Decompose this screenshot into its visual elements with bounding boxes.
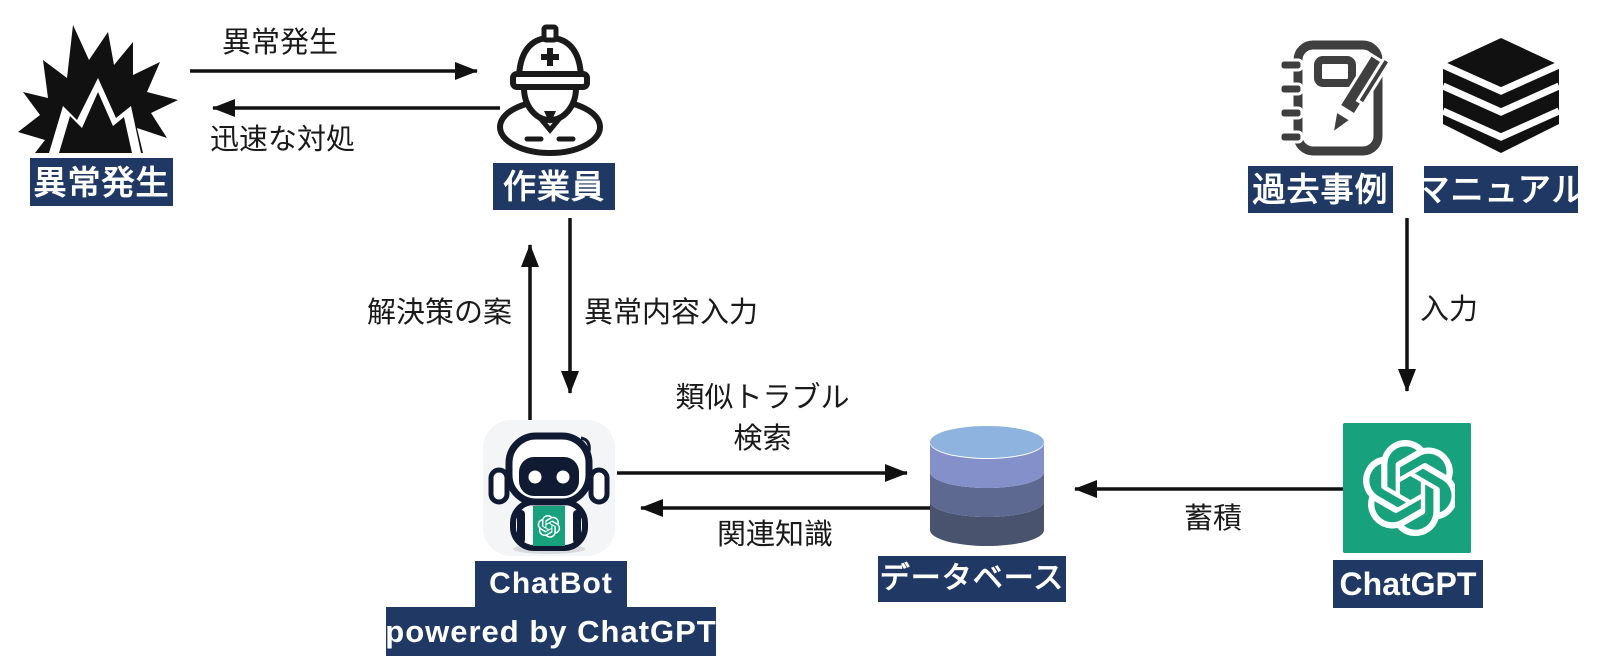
manual-label: マニュアル xyxy=(1417,166,1585,213)
edge-label-worker-to-incident: 迅速な対処 xyxy=(209,124,355,156)
database-cylinder-icon xyxy=(930,426,1044,546)
chatgpt-label: ChatGPT xyxy=(1333,560,1483,608)
edge-label-chatbot-to-database-line2: 検索 xyxy=(733,423,792,455)
worker-label: 作業員 xyxy=(493,163,615,210)
edge-label-chatgpt-to-database: 蓄積 xyxy=(1183,503,1242,535)
incident-label: 異常発生 xyxy=(30,158,173,206)
past-cases-label: 過去事例 xyxy=(1248,166,1393,213)
openai-logo-icon xyxy=(1343,423,1471,553)
worker-icon xyxy=(497,24,603,156)
edge-label-chatbot-to-database: 類似トラブル 検索 xyxy=(645,378,880,460)
edge-label-sources-to-chatgpt: 入力 xyxy=(1420,294,1479,326)
chatbot-label-line2: powered by ChatGPT xyxy=(385,607,716,656)
edge-label-worker-to-chatbot: 異常内容入力 xyxy=(584,297,759,329)
robot-icon xyxy=(483,420,615,556)
explosion-icon xyxy=(18,25,178,153)
chatbot-label-line1: ChatBot xyxy=(475,561,627,607)
notebook-pen-icon xyxy=(1278,40,1392,156)
edge-label-database-to-chatbot: 関連知識 xyxy=(716,519,833,551)
books-stack-icon xyxy=(1441,38,1561,153)
edge-label-chatbot-to-database-line1: 類似トラブル xyxy=(675,382,850,414)
database-label: データベース xyxy=(878,556,1066,602)
edge-label-incident-to-worker: 異常発生 xyxy=(221,27,338,59)
edge-label-chatbot-to-worker: 解決策の案 xyxy=(366,297,512,329)
